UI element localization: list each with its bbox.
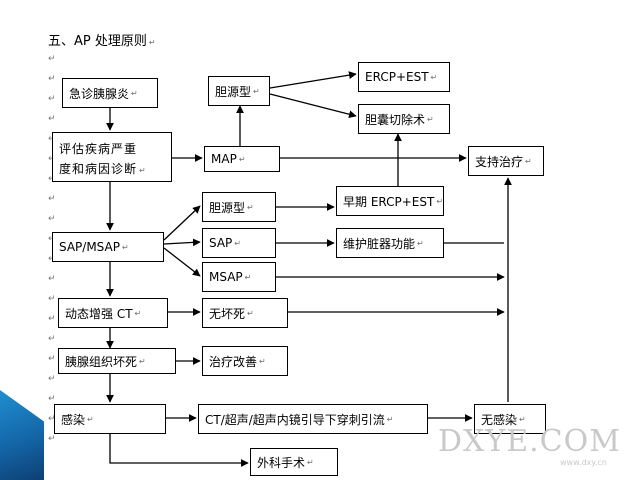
paragraph-mark: ↵ bbox=[48, 374, 56, 384]
node-no-necrosis: 无坏死↵ bbox=[202, 298, 288, 328]
arrow-sapmsap-to-sap bbox=[163, 238, 201, 247]
paragraph-mark: ↵ bbox=[48, 54, 56, 64]
node-emergency-pancreatitis: 急诊胰腺炎↵ bbox=[62, 78, 158, 108]
paragraph-mark: ↵ bbox=[48, 234, 56, 244]
node-sap-msap: SAP/MSAP↵ bbox=[52, 232, 164, 262]
node-guided-drainage: CT/超声/超声内镜引导下穿刺引流↵ bbox=[198, 404, 428, 434]
arrow-biliary-to-ercp bbox=[269, 71, 357, 89]
page-title: 五、AP 处理原则↵ bbox=[48, 34, 156, 49]
node-contrast-ct: 动态增强 CT↵ bbox=[58, 298, 168, 328]
node-ercp-est: ERCP+EST↵ bbox=[358, 62, 450, 92]
paragraph-mark: ↵ bbox=[48, 334, 56, 344]
node-cholecystectomy: 胆囊切除术↵ bbox=[358, 104, 450, 134]
arrow-sapmsap-to-msap bbox=[163, 247, 201, 277]
paragraph-mark: ↵ bbox=[48, 174, 56, 184]
paragraph-mark: ↵ bbox=[48, 414, 56, 424]
paragraph-mark: ↵ bbox=[48, 354, 56, 364]
arrow-infection-to-surgery bbox=[109, 434, 249, 467]
node-sap: SAP↵ bbox=[202, 228, 276, 258]
node-infection: 感染↵ bbox=[54, 404, 166, 434]
paragraph-mark: ↵ bbox=[48, 434, 56, 444]
node-supportive-care: 支持治疗↵ bbox=[468, 146, 544, 176]
node-biliary-type-mid: 胆源型↵ bbox=[202, 192, 276, 222]
paragraph-mark: ↵ bbox=[48, 134, 56, 144]
paragraph-mark: ↵ bbox=[48, 314, 56, 324]
node-biliary-type-top: 胆源型↵ bbox=[208, 76, 270, 106]
paragraph-mark: ↵ bbox=[48, 114, 56, 124]
paragraph-mark: ↵ bbox=[48, 74, 56, 84]
arrow-biliary-to-cholecystectomy bbox=[269, 93, 357, 119]
arrow-sapmsap-to-biliary bbox=[163, 205, 201, 241]
paragraph-mark: ↵ bbox=[48, 274, 56, 284]
paragraph-mark: ↵ bbox=[48, 214, 56, 224]
paragraph-mark: ↵ bbox=[48, 194, 56, 204]
watermark-logo: DXYE.COM bbox=[438, 424, 621, 459]
node-organ-support: 维护脏器功能↵ bbox=[336, 228, 444, 258]
node-map: MAP↵ bbox=[204, 146, 280, 172]
watermark-url: www.dxy.cn bbox=[560, 458, 607, 467]
paragraph-mark: ↵ bbox=[48, 394, 56, 404]
node-pancreatic-necrosis: 胰腺组织坏死↵ bbox=[58, 348, 176, 374]
node-surgery: 外科手术↵ bbox=[250, 448, 338, 476]
node-assess-severity: 评估疾病严重 度和病因诊断↵ bbox=[52, 132, 172, 182]
node-early-ercp-est: 早期 ERCP+EST↵ bbox=[336, 186, 444, 216]
node-msap: MSAP↵ bbox=[202, 262, 276, 292]
paragraph-mark: ↵ bbox=[48, 254, 56, 264]
paragraph-mark: ↵ bbox=[48, 94, 56, 104]
paragraph-mark: ↵ bbox=[48, 294, 56, 304]
node-treatment-improved: 治疗改善↵ bbox=[202, 346, 288, 376]
paragraph-mark: ↵ bbox=[48, 154, 56, 164]
node-no-infection: 无感染↵ bbox=[474, 404, 546, 434]
